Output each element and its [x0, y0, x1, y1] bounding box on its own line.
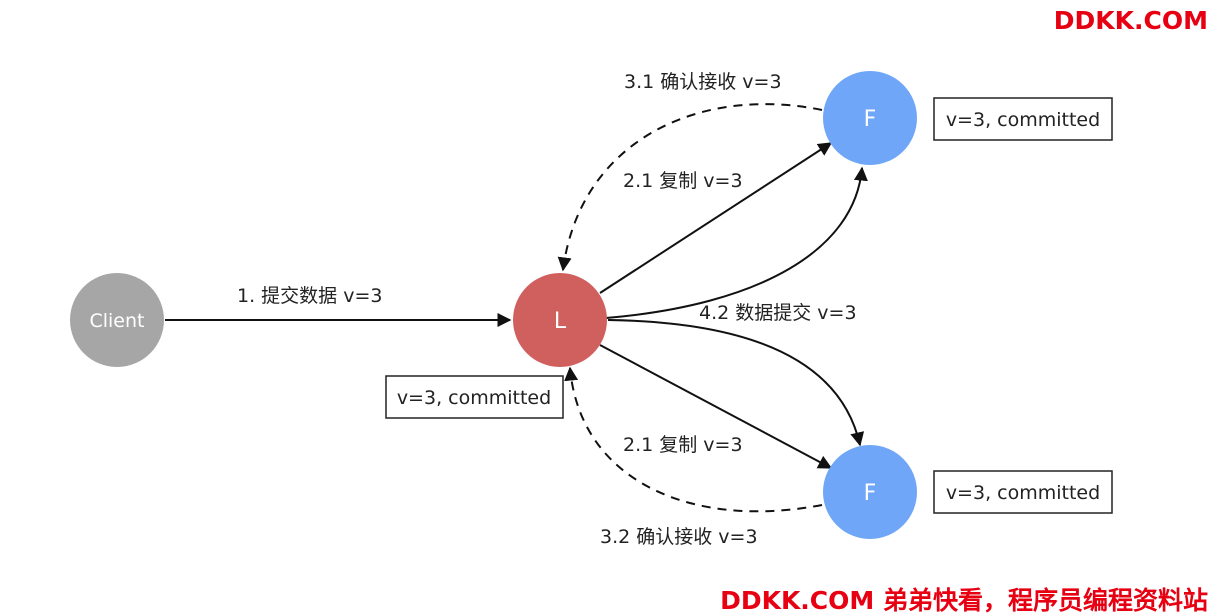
leader-node: L [513, 273, 607, 367]
watermark-top: DDKK.COM [1054, 6, 1208, 35]
edge-label-client-submit: 1. 提交数据 v=3 [237, 285, 382, 307]
client-node: Client [70, 273, 164, 367]
state-text-follower-top: v=3, committed [946, 109, 1100, 131]
state-text-leader: v=3, committed [397, 387, 551, 409]
edge-label-replicate-top: 2.1 复制 v=3 [623, 170, 743, 192]
state-box-follower-bottom: v=3, committed [933, 470, 1113, 514]
state-box-leader: v=3, committed [385, 375, 564, 419]
follower-top-node-label: F [864, 107, 877, 132]
edge-commit-top [605, 166, 868, 319]
edge-label-commit: 4.2 数据提交 v=3 [699, 302, 857, 324]
edge-label-ack-top: 3.1 确认接收 v=3 [624, 71, 782, 93]
client-node-label: Client [89, 310, 144, 332]
edge-label-ack-bottom: 3.2 确认接收 v=3 [600, 526, 758, 548]
leader-node-label: L [554, 309, 567, 334]
edge-replicate-bottom [599, 344, 833, 469]
edge-replicate-top [599, 142, 833, 294]
follower-bottom-node: F [823, 445, 917, 539]
follower-bottom-node-label: F [864, 481, 877, 506]
state-text-follower-bottom: v=3, committed [946, 482, 1100, 504]
state-box-follower-top: v=3, committed [933, 97, 1113, 141]
edge-label-replicate-bottom: 2.1 复制 v=3 [623, 434, 743, 456]
edge-commit-bottom [607, 319, 865, 447]
edge-ack-bottom [564, 366, 823, 513]
edge-ack-top [557, 103, 823, 272]
watermark-bottom: DDKK.COM 弟弟快看，程序员编程资料站 [720, 586, 1208, 614]
follower-top-node: F [823, 71, 917, 165]
